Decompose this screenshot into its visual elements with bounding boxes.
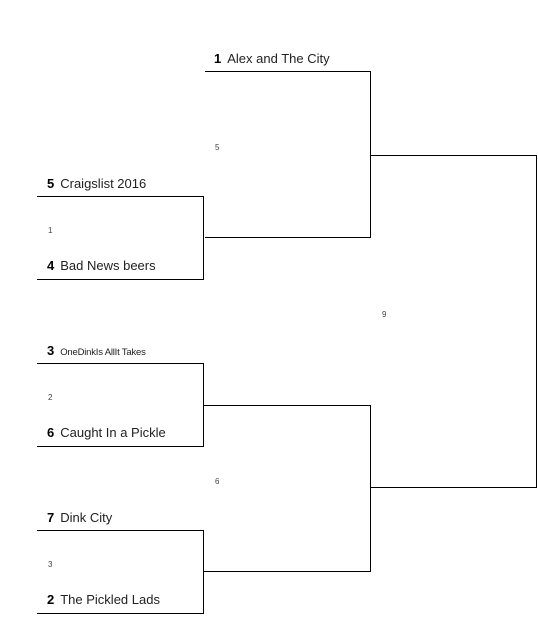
team-name: The Pickled Lads <box>60 592 160 607</box>
team-name: Alex and The City <box>227 51 330 66</box>
seed-number: 7 <box>47 510 55 525</box>
bracket-line <box>204 405 371 406</box>
bracket-line <box>37 363 204 364</box>
seed-number: 3 <box>47 343 55 358</box>
team-slot-dink-city: 7 Dink City <box>47 508 112 528</box>
team-name: Dink City <box>60 510 113 525</box>
team-name: Caught In a Pickle <box>60 425 166 440</box>
game-number: 1 <box>48 226 53 235</box>
bracket-line <box>204 571 371 572</box>
team-slot-craigslist-2016: 5 Craigslist 2016 <box>47 174 146 194</box>
game-number: 2 <box>48 393 53 402</box>
game-number: 9 <box>382 310 387 319</box>
bracket-line <box>203 530 204 614</box>
seed-number: 2 <box>47 592 55 607</box>
bracket-line <box>37 530 204 531</box>
team-name: Craigslist 2016 <box>60 176 147 191</box>
bracket-line <box>371 155 537 156</box>
team-slot-alex-and-the-city: 1 Alex and The City <box>214 49 330 69</box>
team-slot-bad-news-beers: 4 Bad News beers <box>47 256 156 276</box>
bracket-line <box>203 363 204 447</box>
bracket-line <box>37 196 204 197</box>
bracket-line <box>205 237 371 238</box>
team-slot-caught-in-a-pickle: 6 Caught In a Pickle <box>47 423 166 443</box>
bracket-line <box>203 196 204 280</box>
team-name: OneDinkIs AllIt Takes <box>60 347 146 358</box>
bracket-line <box>37 279 204 280</box>
team-slot-the-pickled-lads: 2 The Pickled Lads <box>47 590 160 610</box>
seed-number: 5 <box>47 176 55 191</box>
game-number: 6 <box>215 477 220 486</box>
bracket-line <box>205 71 371 72</box>
game-number: 3 <box>48 560 53 569</box>
bracket-line <box>37 613 204 614</box>
bracket-line <box>371 487 537 488</box>
game-number: 5 <box>215 143 220 152</box>
bracket-line <box>370 405 371 572</box>
seed-number: 6 <box>47 425 55 440</box>
team-slot-onedinkis-allit-takes: 3 OneDinkIs AllIt Takes <box>47 341 146 361</box>
seed-number: 4 <box>47 258 55 273</box>
seed-number: 1 <box>214 51 222 66</box>
bracket-line <box>37 446 204 447</box>
team-name: Bad News beers <box>60 258 156 273</box>
bracket-line <box>536 155 537 488</box>
bracket-line <box>370 71 371 238</box>
